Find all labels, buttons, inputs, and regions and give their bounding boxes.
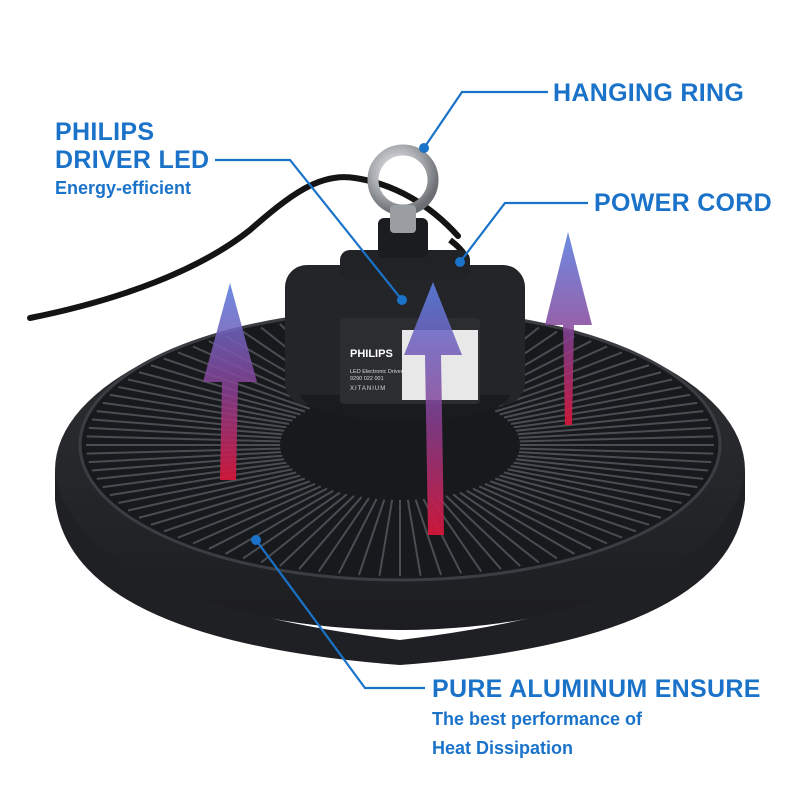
heat-sink-fin [515,410,704,432]
leader-hanging-ring [423,90,548,149]
heat-sink-fin [518,426,712,439]
heat-sink-fin [102,461,287,489]
heat-sink-fin [510,465,691,497]
heat-sink-fin [118,468,293,504]
driver-led-label: DRIVER LED [55,146,210,174]
heat-sink-fin [499,371,662,416]
heat-arrow-right [545,232,592,425]
heat-sink-fin [138,474,301,519]
heat-sink-fin [472,487,592,550]
heat-sink-fin [414,499,442,576]
heat-sink-fin [279,495,355,567]
heat-sink-fin [507,386,682,422]
hanging-ring [367,144,439,216]
aluminum-title-label: PURE ALUMINUM ENSURE [432,675,761,703]
heat-sink-fin [466,489,575,555]
heat-sink-fin [86,447,281,455]
heat-sink-fin [192,485,322,545]
driver-text-1: LED Electronic Driver [350,369,403,375]
heat-sink-fin [445,495,521,567]
heat-sink-fin [519,435,714,443]
energy-efficient-label: Energy-efficient [55,178,192,198]
leader-driver [215,158,403,301]
driver-brand-text: PHILIPS [350,348,393,360]
heat-sink-fin [378,499,394,576]
heat-sink-fin [88,451,282,464]
heat-sink-fin [503,378,673,419]
heat-sink-fin [109,465,290,497]
heat-arrow-center [404,282,462,535]
heat-sink-fin [91,454,283,472]
heat-sink-fin [518,451,712,464]
heat-sink-fin [317,497,370,573]
aluminum-sub1-label: The best performance of [432,709,643,729]
heat-sink-fin [358,499,386,576]
heat-sink-fin [96,410,285,432]
hanging-ring-label: HANGING RING [553,79,745,107]
heat-sink-fin [517,454,709,472]
heat-sink-fin [484,482,623,539]
heat-sink-fin [150,477,306,526]
heat-sink-fin [208,487,328,550]
driver-text-2: 9290 022 001 [350,376,384,382]
heat-sink-fin [260,493,348,564]
heat-sink-fin [507,468,682,504]
heat-sink-fin [118,386,293,422]
heat-sink-fin [494,477,650,526]
heat-sink-fin [225,489,334,555]
heat-sink-fin [513,461,698,489]
aluminum-sub2-label: Heat Dissipation [432,738,574,758]
philips-label: PHILIPS [55,118,155,146]
heat-sink-fin [242,491,341,560]
heat-sink-fin [517,418,709,436]
power-cord-label: POWER CORD [594,189,772,217]
heat-sink-fin [86,435,281,443]
heat-arrows [203,232,592,535]
leader-power-cord [459,201,588,263]
heat-sink-fin [478,485,608,545]
driver-text-3: XITANIUM [350,386,386,392]
heat-sink-fin [102,401,287,429]
heat-sink-fin [437,496,502,570]
heat-sink-fin [337,498,378,574]
heat-sink-fin [127,471,297,512]
heat-sink-fin [515,458,704,480]
heat-sink-fin [138,371,301,416]
heat-sink-fin [406,499,422,576]
heat-sink-fin [519,447,714,455]
heat-sink-fin [513,401,698,429]
heat-sink-fin [503,471,673,512]
leader-aluminum [255,539,425,690]
heat-sink-fin [177,482,316,539]
heat-sink-fin [163,480,311,533]
heat-sink-fin [459,491,558,560]
heat-arrow-left [203,283,257,480]
heat-sink-fin [88,426,282,439]
heat-sink-fin [298,496,363,570]
heat-sink-fin [489,480,637,533]
heat-sink-fin [96,458,285,480]
heat-sink-fin [91,418,283,436]
heat-sink-fin [109,393,290,425]
heat-sink-fin [510,393,691,425]
heat-sink-fin [452,493,540,564]
power-cable [27,174,461,321]
heat-sink-fin [499,474,662,519]
heat-sink-fin [127,378,297,419]
